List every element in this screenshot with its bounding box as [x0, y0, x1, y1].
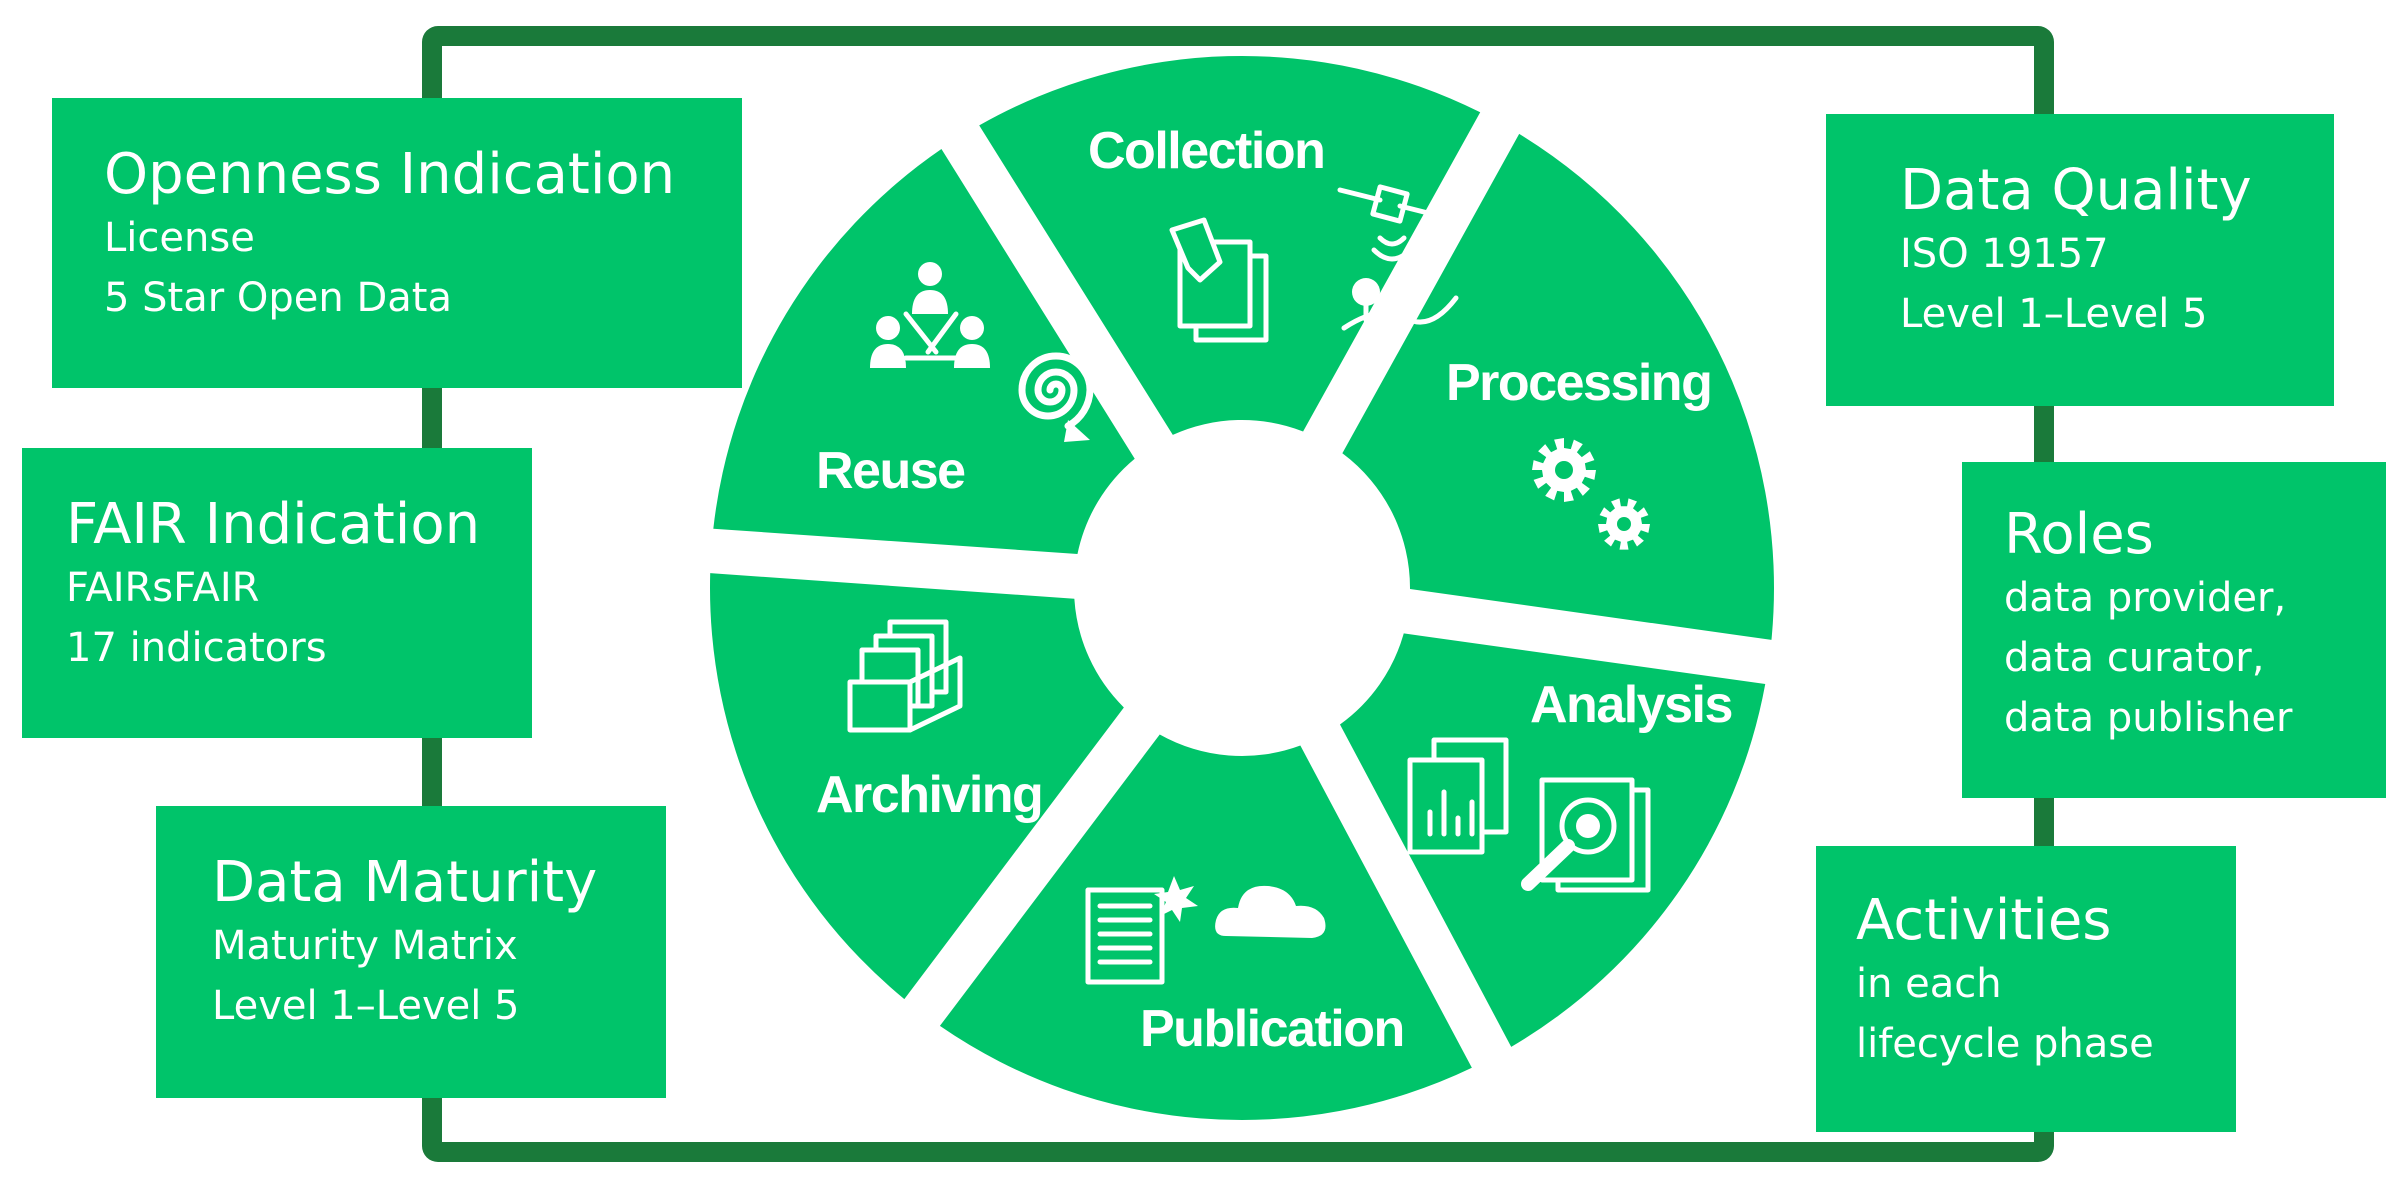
activities-box: Activities in each lifecycle phase — [1816, 846, 2236, 1132]
magnifier-document-icon — [1521, 777, 1651, 893]
wheel-segment-archiving — [710, 573, 1124, 1000]
box-line: ISO 19157 — [1900, 231, 2109, 277]
spiral-icon — [1018, 352, 1094, 442]
gears-icon — [1532, 438, 1650, 550]
people-network-icon — [870, 262, 990, 368]
segment-label-archiving: Archiving — [816, 766, 1042, 824]
box-line: Level 1–Level 5 — [1900, 291, 2208, 337]
box-line: 17 indicators — [66, 625, 327, 671]
box-line: 5 Star Open Data — [104, 275, 452, 321]
roles-box: Roles data provider, data curator, data … — [1962, 462, 2386, 798]
box-title: Roles — [2004, 502, 2154, 567]
box-title: Data Maturity — [212, 850, 598, 915]
box-title: Activities — [1856, 888, 2112, 953]
segment-label-analysis: Analysis — [1530, 676, 1732, 734]
box-line: data publisher — [2004, 695, 2293, 741]
segment-label-processing: Processing — [1446, 354, 1711, 412]
wheel-segments — [710, 55, 1774, 1121]
wheel-segment-publication — [939, 734, 1472, 1121]
segment-label-reuse: Reuse — [816, 442, 965, 500]
box-line: data curator, — [2004, 635, 2265, 681]
box-line: Maturity Matrix — [212, 923, 518, 969]
box-line: lifecycle phase — [1856, 1021, 2154, 1067]
bar-chart-document-icon — [1407, 737, 1509, 855]
segment-label-publication: Publication — [1140, 1000, 1404, 1058]
box-line: FAIRsFAIR — [66, 565, 260, 611]
archive-box-icon — [847, 619, 963, 733]
box-title: Data Quality — [1900, 158, 2252, 223]
news-document-icon — [1085, 876, 1198, 985]
document-edit-icon — [1169, 217, 1269, 343]
satellite-icon — [1337, 184, 1459, 331]
fair-indication-box: FAIR Indication FAIRsFAIR 17 indicators — [22, 448, 532, 738]
box-line: in each — [1856, 961, 2002, 1007]
wheel-segment-processing — [1342, 133, 1774, 640]
box-line: data provider, — [2004, 575, 2287, 621]
box-title: Openness Indication — [104, 142, 676, 207]
box-line: License — [104, 215, 255, 261]
box-title: FAIR Indication — [66, 492, 481, 557]
data-maturity-box: Data Maturity Maturity Matrix Level 1–Le… — [156, 806, 666, 1098]
segment-label-collection: Collection — [1088, 122, 1324, 180]
box-line: Level 1–Level 5 — [212, 983, 520, 1029]
cloud-icon — [1215, 885, 1326, 938]
data-quality-box: Data Quality ISO 19157 Level 1–Level 5 — [1826, 114, 2334, 406]
wheel-segment-reuse — [713, 149, 1135, 554]
openness-indication-box: Openness Indication License 5 Star Open … — [52, 98, 742, 388]
